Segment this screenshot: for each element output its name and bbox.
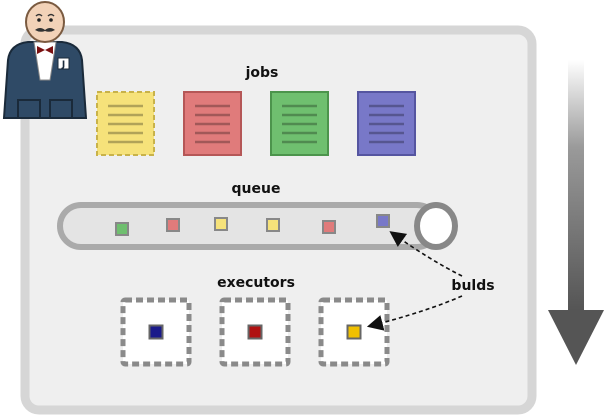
flow-down-arrow-icon [548, 60, 604, 365]
jobs-label: jobs [245, 65, 279, 81]
queued-build-icon [322, 220, 336, 234]
queued-build-icon [115, 222, 129, 236]
queued-build-icon [214, 217, 228, 231]
butler-mascot-icon: J [2, 1, 88, 119]
jobs-group [96, 91, 416, 156]
executor-slot [219, 297, 291, 367]
builds-arrow-to-queue [389, 231, 463, 277]
job-document-icon [270, 91, 329, 156]
executors-label: executors [217, 275, 295, 291]
queue-tube-opening [414, 202, 458, 250]
mascot-badge-letter: J [61, 60, 65, 70]
executors-group [120, 297, 390, 367]
builds-arrow-to-executor [366, 295, 463, 331]
job-document-icon [357, 91, 416, 156]
builds-label: bulds [451, 278, 494, 294]
running-build-icon [148, 324, 164, 340]
job-document-icon [183, 91, 242, 156]
queue-tube [57, 202, 458, 250]
mascot-head [25, 1, 65, 43]
queued-build-icon [376, 214, 390, 228]
job-document-icon [96, 91, 155, 156]
running-build-icon [247, 324, 263, 340]
queued-build-icon [266, 218, 280, 232]
executor-slot [318, 297, 390, 367]
mascot-badge [57, 57, 70, 70]
queue-label: queue [232, 181, 281, 197]
queued-build-icon [166, 218, 180, 232]
queue-items [115, 214, 390, 236]
running-build-icon [346, 324, 362, 340]
executor-slot [120, 297, 192, 367]
